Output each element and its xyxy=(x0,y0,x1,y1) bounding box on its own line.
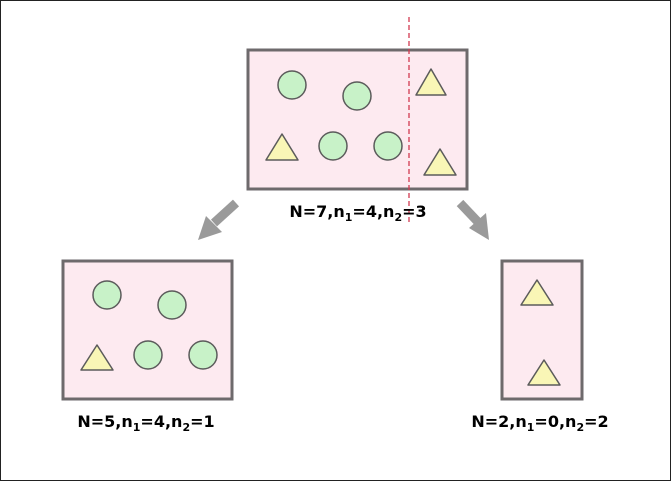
circle-icon xyxy=(133,340,163,370)
left-node-box xyxy=(61,259,234,401)
label-n-value: 7 xyxy=(316,202,327,221)
circle-icon xyxy=(373,131,403,161)
triangle-icon xyxy=(415,68,447,96)
label-n1-value: 4 xyxy=(366,202,377,221)
left-node-label: N=5,n1=4,n2=1 xyxy=(77,412,214,434)
triangle-icon xyxy=(527,359,561,386)
circle-icon xyxy=(342,81,372,111)
label-n-prefix: N= xyxy=(289,202,316,221)
left-arrow-icon xyxy=(198,199,240,240)
triangle-icon xyxy=(265,133,299,161)
circle-icon xyxy=(92,280,122,310)
triangle-icon xyxy=(520,279,554,306)
root-node-label: N=7,n1=4,n2=3 xyxy=(289,202,426,224)
right-node-label: N=2,n1=0,n2=2 xyxy=(471,412,608,434)
circle-icon xyxy=(277,70,307,100)
triangle-icon xyxy=(80,344,114,371)
triangle-icon xyxy=(423,148,457,176)
circle-icon xyxy=(318,131,348,161)
circle-icon xyxy=(188,340,218,370)
label-n2-value: 3 xyxy=(416,202,427,221)
right-arrow-icon xyxy=(456,199,489,240)
circle-icon xyxy=(157,290,187,320)
